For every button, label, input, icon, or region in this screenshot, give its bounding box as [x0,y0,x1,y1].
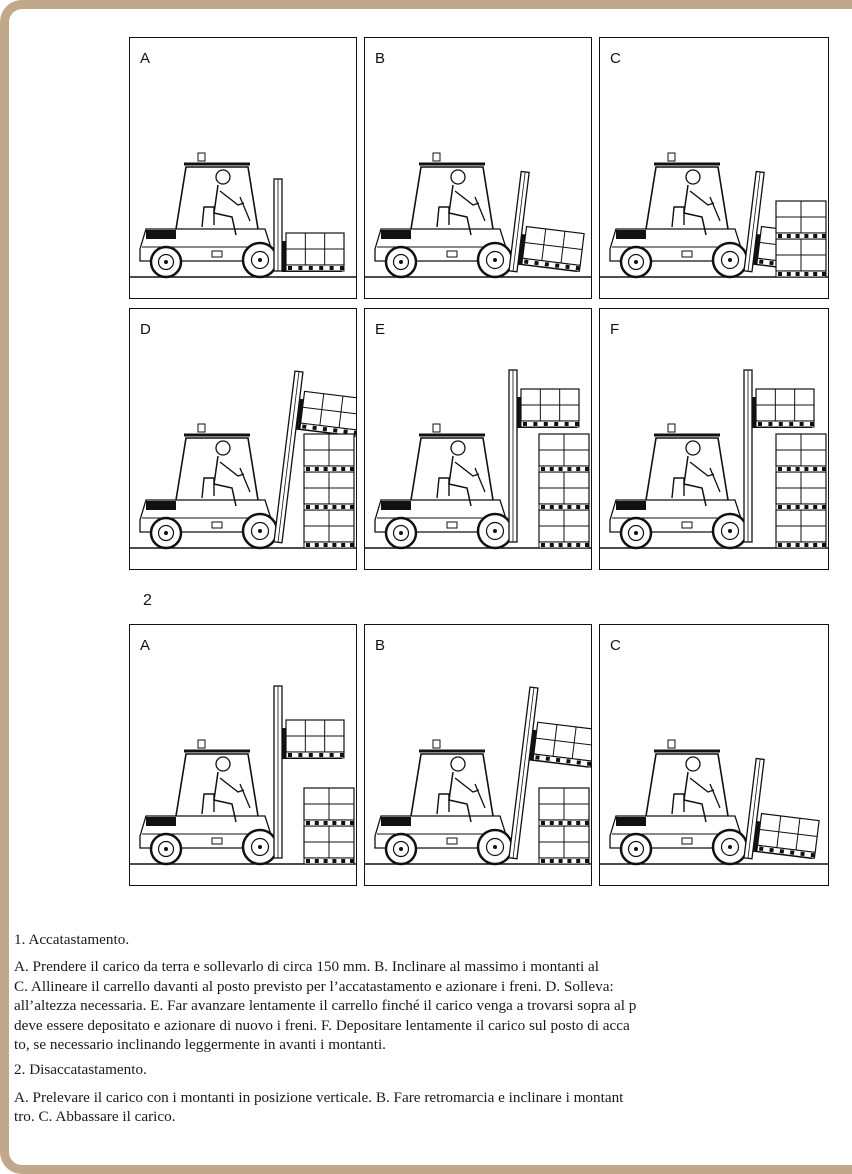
caption-line: C. Allineare il carrello davanti al post… [14,977,614,995]
panel-letter: A [140,637,151,654]
figure2-panel-b: B [364,624,592,886]
figure2-panel-c: C [599,624,829,886]
forklift-illustration [130,370,356,550]
forklift-illustration [600,369,828,550]
forklift-illustration [130,152,356,279]
caption-line: deve essere depositato e azionare di nuo… [14,1016,630,1034]
caption-heading-stacking: 1. Accatastamento. [14,931,130,948]
caption: 1. Accatastamento. A. Prendere il carico… [14,930,852,1127]
caption-line: to, se necessario inclinando leggermente… [14,1036,386,1054]
panel-letter: A [140,50,151,67]
figure1-panel-b: B [364,37,592,299]
forklift-illustration [365,369,591,550]
caption-line: A. Prelevare il carico con i montanti in… [14,1088,624,1106]
panel-letter: C [610,637,621,654]
figure1-panel-c: C [599,37,829,299]
panel-letter: E [375,321,386,338]
panel-letter: D [140,321,151,338]
forklift-illustration [365,686,591,866]
forklift-illustration [130,685,356,866]
panel-letter: B [375,637,386,654]
caption-line: all’altezza necessaria. E. Far avanzare … [14,997,637,1015]
panel-letter: B [375,50,386,67]
panel-letter: C [610,50,621,67]
panel-letter: F [610,321,620,338]
caption-heading-unstacking: 2. Disaccatastamento. [14,1061,147,1079]
figure1-panel-e: E [364,308,592,570]
caption-line: A. Prendere il carico da terra e solleva… [14,958,599,976]
figure1-panel-a: A [129,37,357,299]
figure2-label: 2 [143,592,152,609]
figure1-panel-d: D [129,308,357,570]
forklift-illustration [600,152,828,279]
figure2-panel-a: A [129,624,357,886]
forklift-illustration [600,739,828,866]
forklift-illustration [365,152,591,279]
figure1-panel-f: F [599,308,829,570]
caption-line: tro. C. Abbassare il carico. [14,1108,176,1126]
